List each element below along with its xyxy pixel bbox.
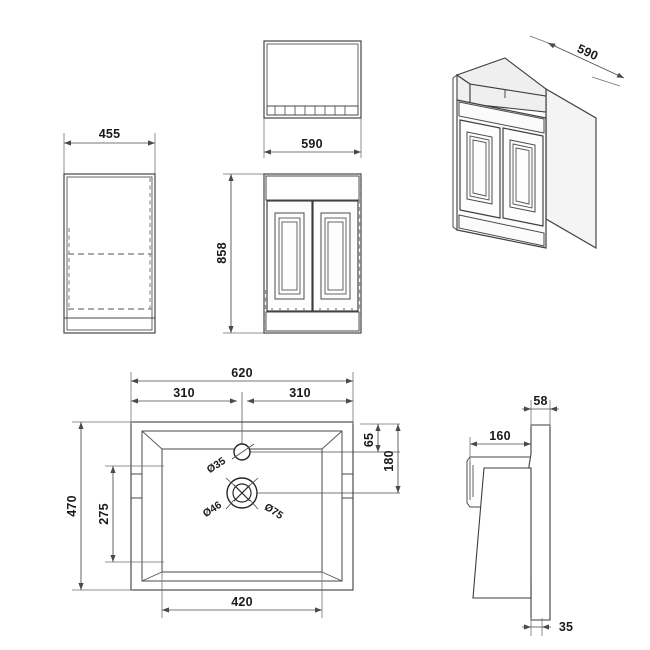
dim-basin-overall-width-label: 620 <box>231 366 252 380</box>
dim-basin-bowl-depth-label: 275 <box>97 503 111 524</box>
view-front-elevation: 858 <box>215 173 362 334</box>
front-edge-hidden <box>264 177 361 331</box>
dim-tap-offset-label: 65 <box>362 433 376 447</box>
view-isometric: 590 <box>452 35 625 250</box>
dim-top-width-label: 590 <box>301 137 322 151</box>
view-top-plan: 590 <box>263 40 362 158</box>
dim-basin-half-left-label: 310 <box>173 386 194 400</box>
dim-front-height-label: 858 <box>215 242 229 263</box>
dim-basin-overall-depth-label: 470 <box>65 495 79 516</box>
view-side-elevation: 455 <box>63 127 156 334</box>
view-basin-side: 58 160 35 <box>466 394 573 636</box>
view-basin-plan: Ø35 Ø46 Ø75 620 31 <box>65 366 401 618</box>
dim-basin-top-thickness-label: 58 <box>533 394 547 408</box>
front-hatch-band <box>271 308 353 312</box>
dim-basin-bowl-width-label: 420 <box>231 595 252 609</box>
dim-basin-bottom-thickness-label: 35 <box>559 620 573 634</box>
hatch-band <box>274 106 346 115</box>
dim-basin-half-right-label: 310 <box>289 386 310 400</box>
dim-iso-depth-label: 590 <box>575 42 600 64</box>
dim-side-width-label: 455 <box>99 127 120 141</box>
dim-waste-offset-label: 180 <box>382 450 396 471</box>
dim-basin-projection-label: 160 <box>489 429 510 443</box>
